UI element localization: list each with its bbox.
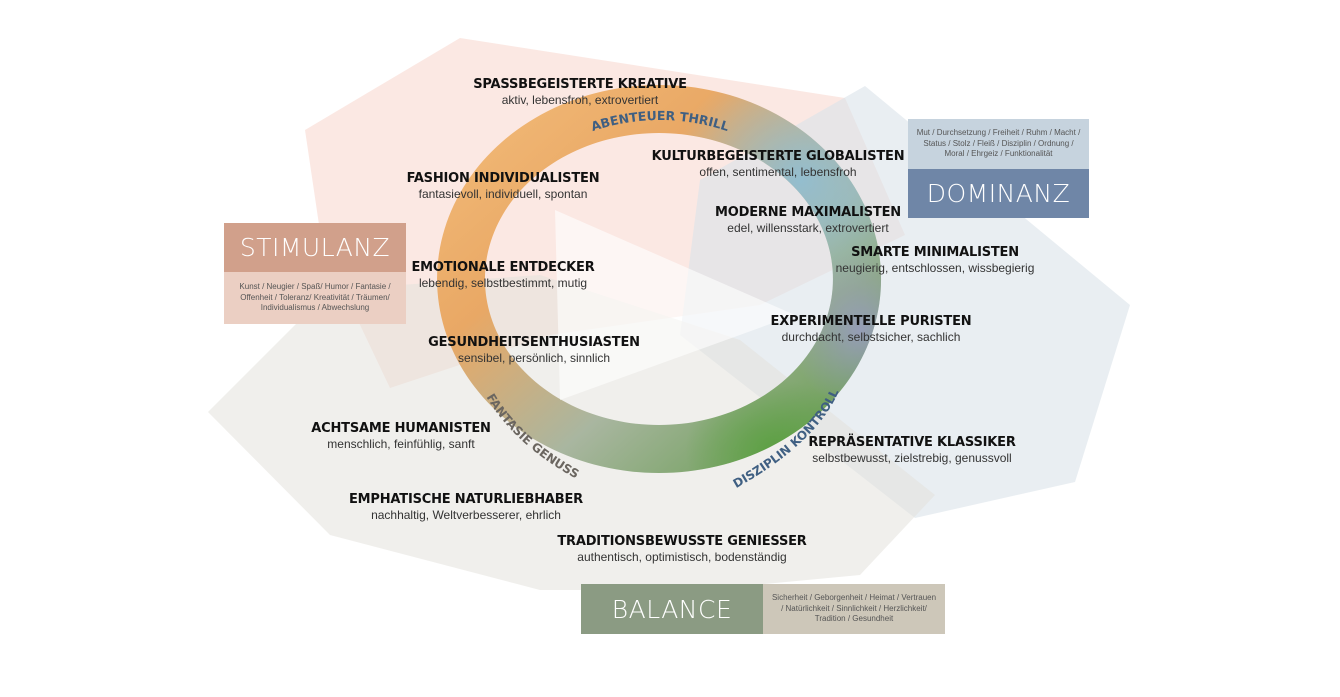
segment-title: KULTURBEGEISTERTE GLOBALISTEN: [651, 149, 905, 164]
segment-kulturbegeisterte-globalisten: KULTURBEGEISTERTE GLOBALISTEN offen, sen…: [652, 149, 905, 179]
segment-title: MODERNE MAXIMALISTEN: [715, 205, 901, 220]
segment-title: TRADITIONSBEWUSSTE GENIESSER: [557, 534, 807, 549]
segment-description: offen, sentimental, lebensfroh: [699, 165, 857, 179]
segment-description: fantasievoll, individuell, spontan: [418, 187, 588, 201]
segment-title: EXPERIMENTELLE PURISTEN: [770, 314, 972, 329]
segment-title: EMOTIONALE ENTDECKER: [411, 260, 595, 275]
segment-description: durchdacht, selbstsicher, sachlich: [781, 330, 961, 344]
ring-inner-triangle: [555, 210, 795, 400]
segment-description: selbstbewusst, zielstrebig, genussvoll: [812, 451, 1012, 465]
category-title: DOMINANZ: [908, 169, 1089, 218]
segment-description: authentisch, optimistisch, bodenständig: [577, 550, 787, 564]
segment-description: edel, willensstark, extrovertiert: [727, 221, 889, 235]
segment-emotionale-entdecker: EMOTIONALE ENTDECKER lebendig, selbstbes…: [411, 260, 594, 290]
category-keywords: Mut / Durchsetzung / Freiheit / Ruhm / M…: [908, 119, 1089, 169]
segment-achtsame-humanisten: ACHTSAME HUMANISTEN menschlich, feinfühl…: [311, 421, 491, 451]
category-box-dominanz: Mut / Durchsetzung / Freiheit / Ruhm / M…: [908, 119, 1089, 218]
category-box-balance: BALANCE Sicherheit / Geborgenheit / Heim…: [581, 584, 945, 634]
segment-repraesentative-klassiker: REPRÄSENTATIVE KLASSIKER selbstbewusst, …: [808, 435, 1015, 465]
category-box-stimulanz: STIMULANZ Kunst / Neugier / Spaß/ Humor …: [224, 223, 406, 324]
segment-title: ACHTSAME HUMANISTEN: [311, 421, 491, 436]
segment-description: lebendig, selbstbestimmt, mutig: [418, 276, 588, 290]
segment-spassbegeisterte-kreative: SPASSBEGEISTERTE KREATIVE aktiv, lebensf…: [473, 77, 687, 107]
segment-traditionsbewusste-geniesser: TRADITIONSBEWUSSTE GENIESSER authentisch…: [557, 534, 806, 564]
segment-description: menschlich, feinfühlig, sanft: [327, 437, 475, 451]
segment-fashion-individualisten: FASHION INDIVIDUALISTEN fantasievoll, in…: [407, 171, 600, 201]
segment-emphatische-naturliebhaber: EMPHATISCHE NATURLIEBHABER nachhaltig, W…: [349, 492, 583, 522]
segment-title: REPRÄSENTATIVE KLASSIKER: [808, 435, 1016, 450]
segment-smarte-minimalisten: SMARTE MINIMALISTEN neugierig, entschlos…: [836, 245, 1035, 275]
segment-experimentelle-puristen: EXPERIMENTELLE PURISTEN durchdacht, selb…: [771, 314, 972, 344]
category-title: BALANCE: [581, 584, 763, 634]
segment-description: sensibel, persönlich, sinnlich: [457, 351, 611, 365]
segment-title: FASHION INDIVIDUALISTEN: [406, 171, 600, 186]
segment-description: nachhaltig, Weltverbesserer, ehrlich: [371, 508, 561, 522]
segment-title: SPASSBEGEISTERTE KREATIVE: [473, 77, 687, 92]
segment-gesundheitsenthusiasten: GESUNDHEITSENTHUSIASTEN sensibel, persön…: [428, 335, 640, 365]
category-title: STIMULANZ: [224, 223, 406, 272]
category-keywords: Sicherheit / Geborgenheit / Heimat / Ver…: [763, 584, 945, 634]
segment-description: aktiv, lebensfroh, extrovertiert: [501, 93, 659, 107]
segment-title: EMPHATISCHE NATURLIEBHABER: [349, 492, 583, 507]
segment-title: GESUNDHEITSENTHUSIASTEN: [428, 335, 640, 350]
category-keywords: Kunst / Neugier / Spaß/ Humor / Fantasie…: [224, 272, 406, 324]
segment-title: SMARTE MINIMALISTEN: [851, 245, 1019, 260]
segment-moderne-maximalisten: MODERNE MAXIMALISTEN edel, willensstark,…: [715, 205, 901, 235]
segment-description: neugierig, entschlossen, wissbegierig: [835, 261, 1035, 275]
